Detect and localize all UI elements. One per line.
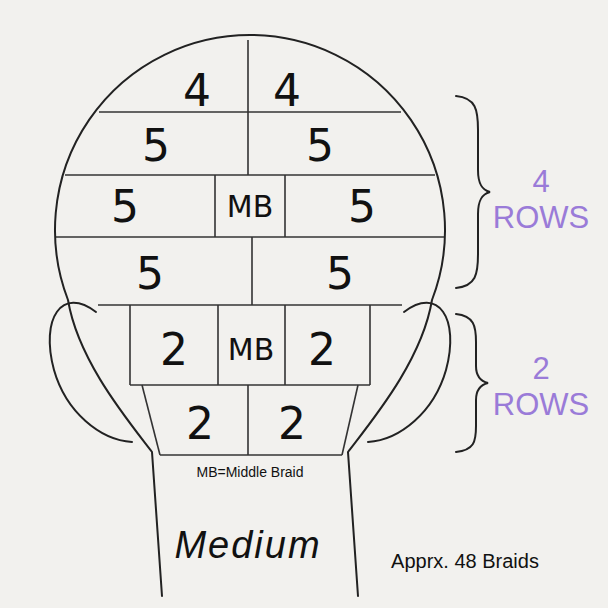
braid-count-cell: MB	[224, 331, 278, 369]
braid-count: 2	[186, 402, 214, 446]
braid-count: 5	[142, 124, 170, 168]
middle-braid-mark: MB	[227, 192, 273, 222]
row-4-bracket	[456, 96, 490, 288]
braid-count-cell: 5	[344, 181, 380, 233]
braid-count: 5	[306, 124, 334, 168]
braid-count-cell: 5	[132, 248, 168, 300]
row-2-bracket	[456, 314, 488, 452]
braid-count: 5	[348, 185, 376, 229]
braid-count-cell: 4	[269, 65, 305, 117]
braid-count-cell: 5	[322, 248, 358, 300]
braid-count-cell: 5	[302, 120, 338, 172]
braid-count-cell: 4	[179, 65, 215, 117]
braid-count: 2	[278, 402, 306, 446]
right-ear	[368, 303, 450, 442]
braid-count-cell: 5	[107, 181, 143, 233]
braid-count: 2	[160, 328, 188, 372]
braid-count-cell: MB	[223, 188, 277, 226]
braid-count-cell: 2	[304, 324, 340, 376]
grid-lines	[56, 40, 444, 455]
braid-count: 5	[326, 252, 354, 296]
size-title: Medium	[138, 524, 358, 568]
braid-count: 4	[183, 69, 211, 113]
braid-count-cell: 5	[138, 120, 174, 172]
legend-note: MB=Middle Braid	[150, 464, 350, 480]
braid-count: 2	[308, 328, 336, 372]
braid-count-note: Apprx. 48 Braids	[365, 550, 565, 573]
braid-count: 5	[111, 185, 139, 229]
braid-count-cell: 2	[182, 398, 218, 450]
braid-count: 5	[136, 252, 164, 296]
row-count-label: 2 ROWS	[491, 351, 591, 422]
row-count-label: 4 ROWS	[491, 164, 591, 235]
braid-count-cell: 2	[274, 398, 310, 450]
left-ear	[50, 303, 132, 442]
braid-count: 4	[273, 69, 301, 113]
middle-braid-mark: MB	[228, 335, 274, 365]
braid-count-cell: 2	[156, 324, 192, 376]
head-outline	[55, 35, 445, 596]
